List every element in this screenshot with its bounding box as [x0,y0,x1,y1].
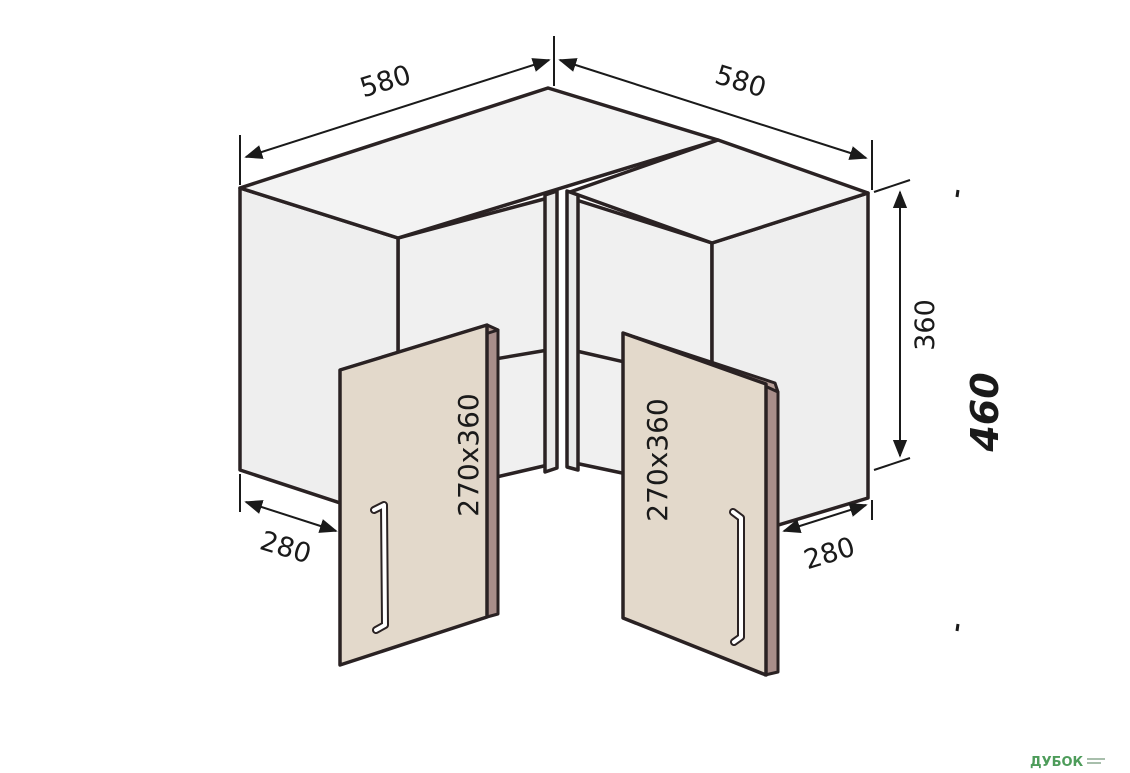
right-door-face [621,331,768,677]
dim-total-height: 460 [963,372,1007,452]
dim-top-right-width: 580 [711,60,769,105]
dim-right-depth: 280 [800,532,858,577]
total-height-tick-bottom [955,623,960,632]
center-post-left [543,189,559,474]
brand-watermark-text: ДУБОК [1030,755,1084,770]
brand-watermark-tagline-mark-2 [1087,762,1101,764]
total-height-tick-top [955,189,960,198]
dim-line-top-left [244,58,551,159]
dim-line-right-depth [782,503,868,533]
right-door [621,331,780,677]
ext-line-height-top [873,179,911,193]
brand-watermark: ДУБОК [1030,755,1105,770]
dim-line-left-depth [244,500,338,533]
dim-left-depth: 280 [256,526,314,571]
center-post-right [565,189,580,472]
right-door-size-label: 270x360 [641,398,674,521]
left-door-handle-icon [370,501,389,634]
dimension-lines [239,36,911,533]
dim-body-height: 360 [910,299,941,351]
ext-line-height-bottom [873,457,911,471]
dim-top-left-width: 580 [356,60,414,105]
dim-line-top-right [558,58,868,160]
left-door-face [338,323,489,667]
left-door-size-label: 270x360 [452,393,485,516]
left-door [338,323,500,667]
brand-watermark-tagline-mark [1087,758,1105,760]
right-door-handle-icon [729,508,745,646]
